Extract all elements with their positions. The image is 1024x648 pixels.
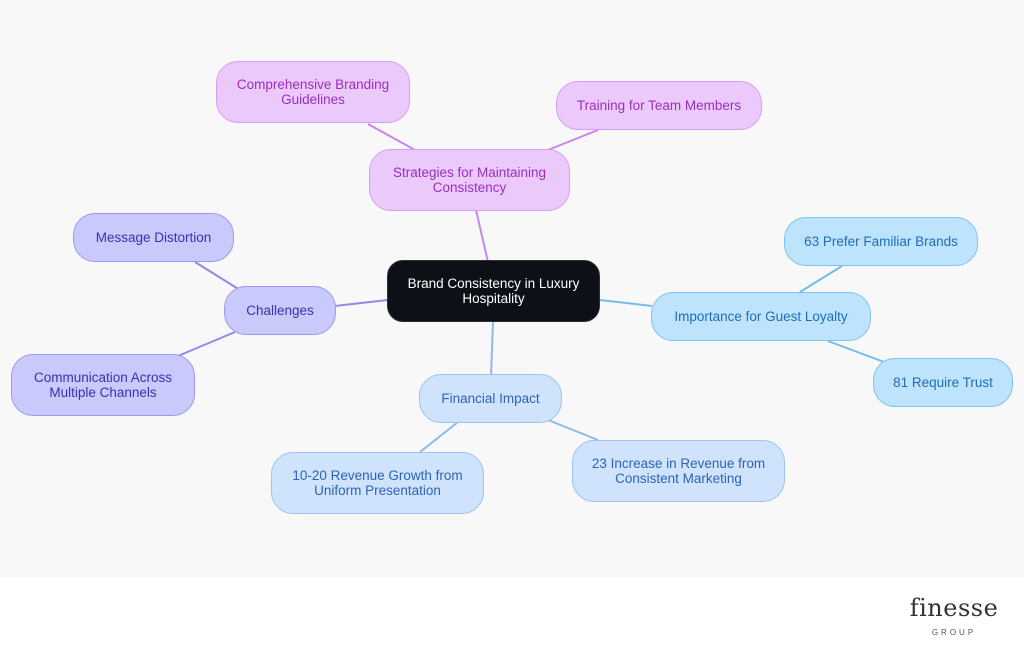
node-revenue-growth: 10-20 Revenue Growth from Uniform Presen… [271, 452, 484, 514]
node-training: Training for Team Members [556, 81, 762, 130]
edge-challenges-distortion [194, 261, 241, 291]
edge-center-loyalty [599, 299, 653, 307]
edge-financial-revenue-growth [419, 421, 459, 453]
node-communication-channels: Communication Across Multiple Channels [11, 354, 195, 416]
mindmap-edges [177, 123, 885, 453]
edge-challenges-communication [177, 331, 236, 357]
edge-center-challenges [334, 299, 389, 307]
node-strategies: Strategies for Maintaining Consistency [369, 149, 570, 211]
logo-subtitle: GROUP [931, 628, 977, 637]
footer [0, 577, 1024, 648]
edge-strategies-guidelines [367, 123, 416, 151]
edge-loyalty-familiar [799, 265, 843, 293]
node-consistent-marketing: 23 Increase in Revenue from Consistent M… [572, 440, 785, 502]
edge-strategies-training [547, 129, 599, 151]
node-challenges: Challenges [224, 286, 336, 335]
node-branding-guidelines: Comprehensive Branding Guidelines [216, 61, 410, 123]
edge-financial-marketing [547, 419, 599, 441]
node-familiar-brands: 63 Prefer Familiar Brands [784, 217, 978, 266]
node-financial-impact: Financial Impact [419, 374, 562, 423]
node-require-trust: 81 Require Trust [873, 358, 1013, 407]
edge-loyalty-trust [827, 340, 885, 363]
mindmap-canvas: Brand Consistency in Luxury Hospitality … [11, 61, 1013, 514]
edge-center-strategies [475, 209, 489, 263]
node-guest-loyalty: Importance for Guest Loyalty [651, 292, 871, 341]
edge-center-financial [490, 321, 494, 377]
node-center: Brand Consistency in Luxury Hospitality [387, 260, 600, 322]
node-message-distortion: Message Distortion [73, 213, 234, 262]
logo-wordmark: finesse [909, 594, 999, 622]
